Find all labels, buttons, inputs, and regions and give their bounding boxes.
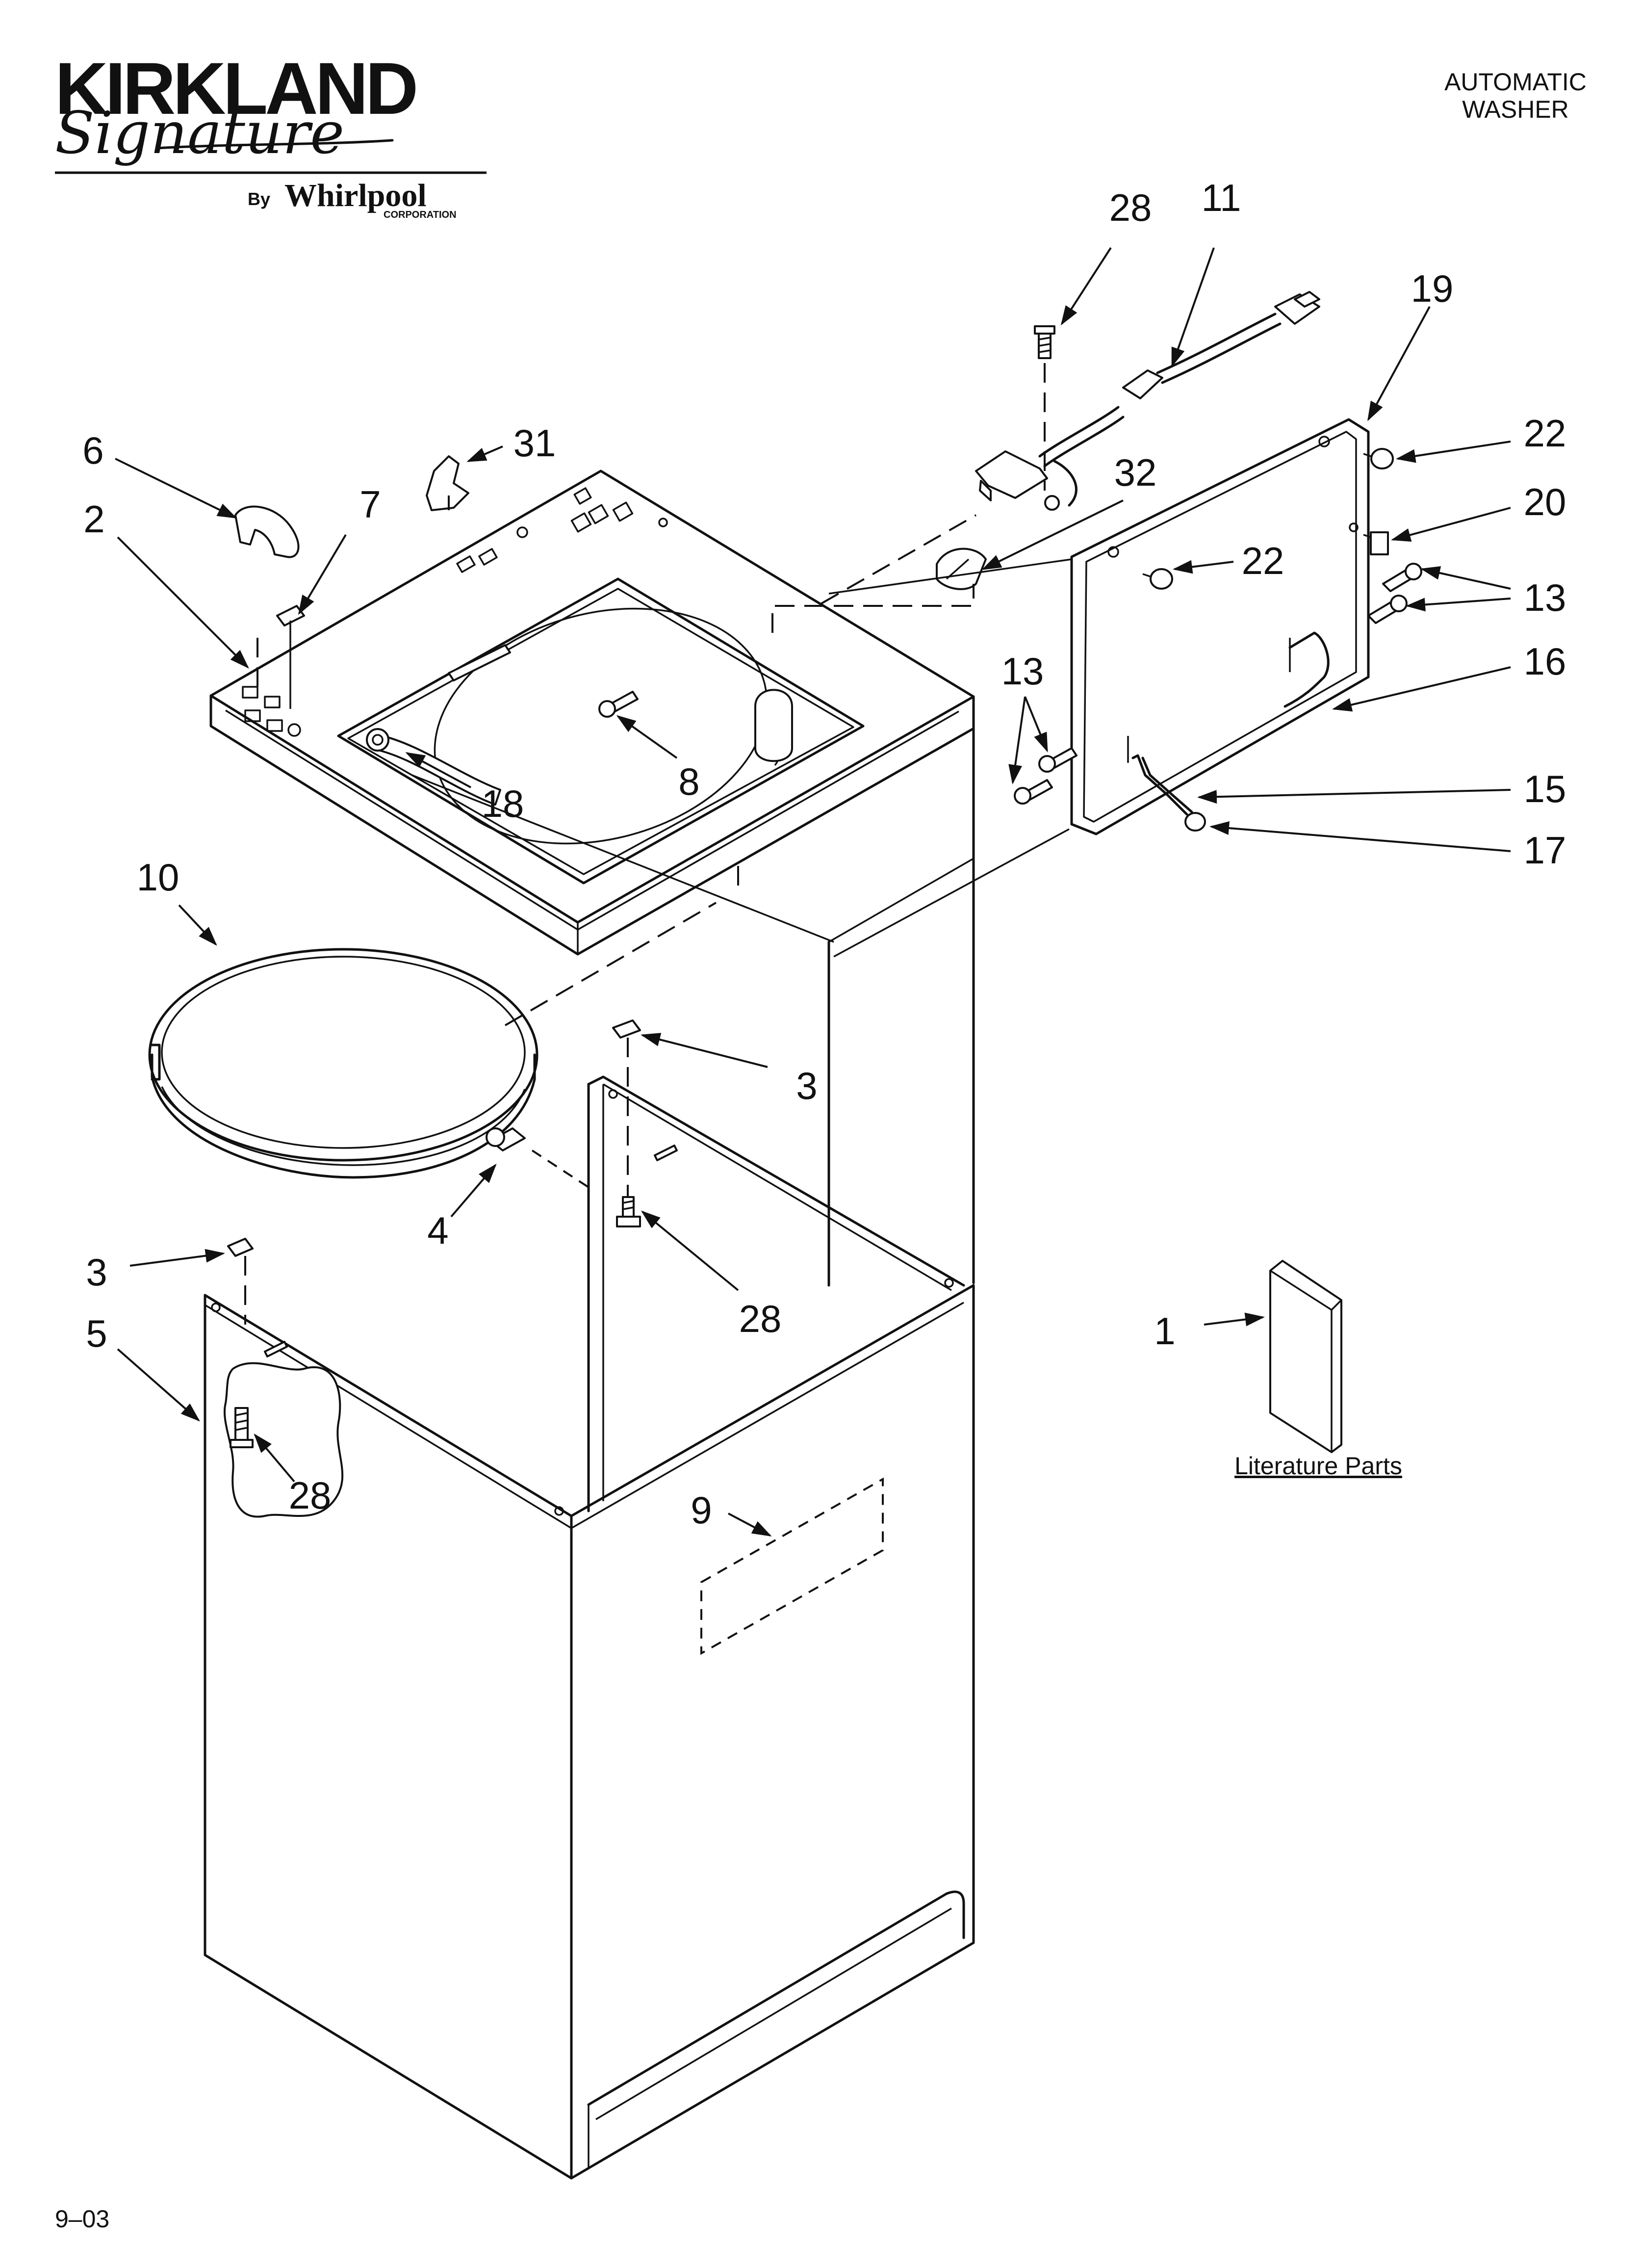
callout-19: 19	[1411, 267, 1454, 310]
assembly-line-switch	[821, 514, 976, 604]
callout-28-cabinet: 28	[289, 1474, 332, 1517]
callout-22-inner: 22	[1242, 539, 1284, 582]
clip-left	[227, 1238, 254, 1257]
clip-part	[234, 505, 300, 558]
callout-10: 10	[137, 856, 180, 899]
callout-4: 4	[427, 1209, 448, 1252]
callout-31: 31	[513, 421, 556, 465]
maker-suffix: CORPORATION	[384, 209, 457, 220]
screws-right	[1367, 563, 1422, 624]
callout-3-left: 3	[86, 1251, 107, 1294]
assembly-line-lid-bottom	[833, 828, 1070, 958]
callout-labels: 28 11 19 6 31 7 2 32 22 20 22 13 13 16 1…	[82, 176, 1566, 1532]
brand-script: Signature	[55, 99, 344, 167]
bumper-inner	[1142, 568, 1173, 590]
tub-ring	[148, 948, 539, 1179]
hinge-bracket-tab	[1363, 534, 1371, 538]
screw-side-leader	[531, 1149, 590, 1188]
callout-3-center: 3	[796, 1064, 817, 1107]
callout-22-right: 22	[1524, 412, 1566, 455]
assembly-line-actuator	[771, 584, 975, 633]
callout-20: 20	[1524, 480, 1566, 523]
literature-label: Literature Parts	[1234, 1452, 1402, 1480]
assembly-line-lid-top	[828, 558, 1072, 595]
callout-6: 6	[82, 429, 103, 472]
assembly-line-hose	[411, 774, 834, 943]
callout-15: 15	[1524, 767, 1566, 810]
hinge-bracket	[1370, 531, 1389, 555]
screws-left	[1014, 747, 1078, 805]
literature-book	[1269, 1260, 1342, 1453]
lid-switch	[975, 291, 1320, 511]
callout-1: 1	[1154, 1309, 1175, 1353]
brand-logo: KIRKLAND Signature By Whirlpool CORPORAT…	[55, 47, 487, 220]
callout-16: 16	[1524, 640, 1566, 683]
cabinet-cutaway	[223, 1362, 344, 1518]
callout-5: 5	[86, 1312, 107, 1355]
bracket-part	[426, 455, 469, 511]
callout-8: 8	[678, 760, 699, 803]
callout-18: 18	[482, 782, 524, 825]
callout-7: 7	[359, 483, 381, 526]
assembly-line-ring	[504, 902, 717, 1026]
callout-9: 9	[691, 1488, 712, 1532]
callout-28-top: 28	[1109, 186, 1152, 229]
panel-edge-link	[828, 858, 974, 943]
footer-date: 9–03	[55, 2205, 109, 2233]
top-panel	[209, 469, 975, 956]
callout-32: 32	[1114, 451, 1157, 494]
callout-arrows	[115, 247, 1511, 1537]
screw-center-lower	[616, 1196, 641, 1227]
callout-11: 11	[1202, 176, 1241, 219]
by-text: By	[248, 189, 270, 209]
callout-13-right: 13	[1524, 576, 1566, 619]
signature-swash	[155, 139, 394, 150]
actuator-part	[936, 547, 987, 590]
callout-13-left: 13	[1001, 650, 1044, 693]
product-line-1: AUTOMATIC	[1444, 68, 1587, 96]
maker-name: Whirlpool	[284, 178, 427, 213]
serial-label-outline	[700, 1477, 884, 1655]
cabinet	[204, 1075, 975, 2180]
clip-center	[612, 1019, 641, 1039]
brand-name: KIRKLAND	[55, 47, 416, 130]
product-line-2: WASHER	[1462, 96, 1569, 123]
screw-top	[1034, 325, 1055, 359]
callout-17: 17	[1524, 829, 1566, 872]
callout-28-center: 28	[739, 1297, 782, 1340]
screw-center	[598, 691, 639, 718]
hinge-bushing	[1184, 812, 1206, 832]
callout-2: 2	[83, 497, 104, 541]
lid-frame	[1070, 418, 1370, 835]
screw-side	[486, 1127, 526, 1151]
spring-clip	[276, 605, 305, 626]
bumper-right	[1363, 448, 1394, 469]
